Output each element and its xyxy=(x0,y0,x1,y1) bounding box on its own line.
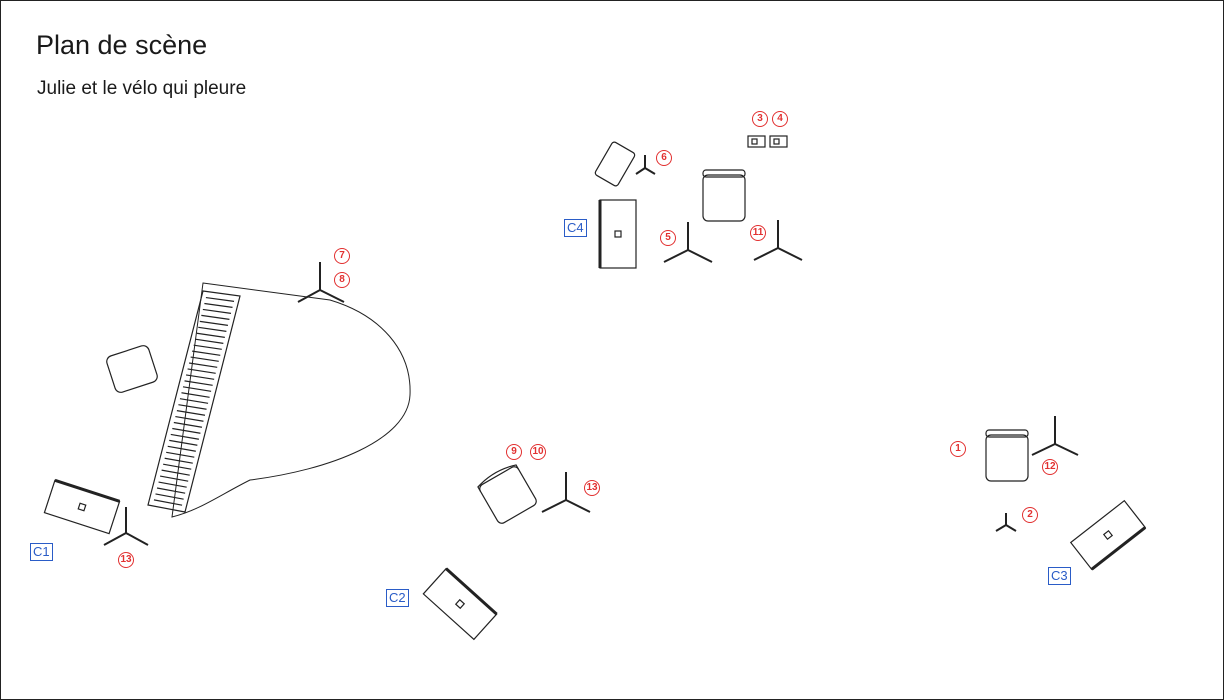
channel-number: 13 xyxy=(584,480,600,496)
camera-icon xyxy=(598,199,637,269)
chair-icon xyxy=(477,464,537,524)
mic-stand-icon xyxy=(1031,416,1079,456)
piano-key xyxy=(202,308,232,314)
piano-key xyxy=(182,386,212,392)
piano-key xyxy=(189,362,218,368)
piano-key xyxy=(192,350,221,356)
channel-number: 11 xyxy=(750,225,766,241)
channel-number: 6 xyxy=(656,150,672,166)
piano-key xyxy=(173,421,203,428)
piano-key xyxy=(155,493,184,500)
piano-key xyxy=(153,499,183,506)
piano-key xyxy=(193,344,222,350)
piano-key xyxy=(161,469,190,476)
piano-key xyxy=(169,439,198,446)
piano-key xyxy=(159,475,189,482)
piano-key xyxy=(170,433,199,440)
piano-key xyxy=(156,487,186,494)
piano-key xyxy=(201,314,230,320)
piano-key xyxy=(158,481,187,488)
channel-number: 2 xyxy=(1022,507,1038,523)
piano-key xyxy=(176,410,206,416)
channel-number: 12 xyxy=(1042,459,1058,475)
camera-icon xyxy=(422,567,498,641)
channel-number: 4 xyxy=(772,111,788,127)
channel-number: 13 xyxy=(118,552,134,568)
piano-key xyxy=(172,427,201,434)
di-box-icon xyxy=(747,135,788,148)
grand-piano-icon xyxy=(147,282,411,518)
camera-label-c4: C4 xyxy=(564,219,587,237)
piano-key xyxy=(196,332,225,338)
camera-label-c3: C3 xyxy=(1048,567,1071,585)
piano-key xyxy=(166,451,195,458)
piano-key xyxy=(175,415,204,422)
piano-key xyxy=(198,326,227,332)
piano-key xyxy=(190,356,219,362)
mic-stand-icon xyxy=(635,155,656,175)
channel-number: 7 xyxy=(334,248,350,264)
camera-icon xyxy=(43,478,121,535)
piano-key xyxy=(163,463,192,470)
mic-stand-icon xyxy=(297,262,345,303)
camera-label-c1: C1 xyxy=(30,543,53,561)
channel-number: 1 xyxy=(950,441,966,457)
drum-icon xyxy=(985,429,1029,482)
page-subtitle: Julie et le vélo qui pleure xyxy=(37,78,247,99)
piano-key xyxy=(184,380,213,386)
piano-key xyxy=(199,320,229,326)
page-title: Plan de scène xyxy=(36,30,208,60)
piano-key xyxy=(185,374,215,380)
channel-number: 10 xyxy=(530,444,546,460)
mic-stand-icon xyxy=(995,513,1017,532)
channel-number: 8 xyxy=(334,272,350,288)
mic-stand-icon xyxy=(663,222,713,263)
drum-icon xyxy=(702,169,746,222)
mic-stand-icon xyxy=(753,220,803,261)
camera-label-c2: C2 xyxy=(386,589,409,607)
piano-key xyxy=(167,445,196,452)
channel-number: 5 xyxy=(660,230,676,246)
piano-key xyxy=(164,457,193,464)
piano-key xyxy=(205,296,235,302)
piano-key xyxy=(181,392,210,398)
stool-icon xyxy=(594,141,636,187)
piano-key xyxy=(187,368,216,374)
channel-number: 3 xyxy=(752,111,768,127)
piano-key xyxy=(178,404,207,410)
stool-icon xyxy=(106,345,158,393)
channel-number: 9 xyxy=(506,444,522,460)
mic-stand-icon xyxy=(103,507,149,546)
piano-key xyxy=(195,338,224,344)
piano-key xyxy=(204,302,233,308)
piano-key xyxy=(179,398,209,404)
mic-stand-icon xyxy=(541,472,591,513)
camera-icon xyxy=(1069,499,1147,571)
